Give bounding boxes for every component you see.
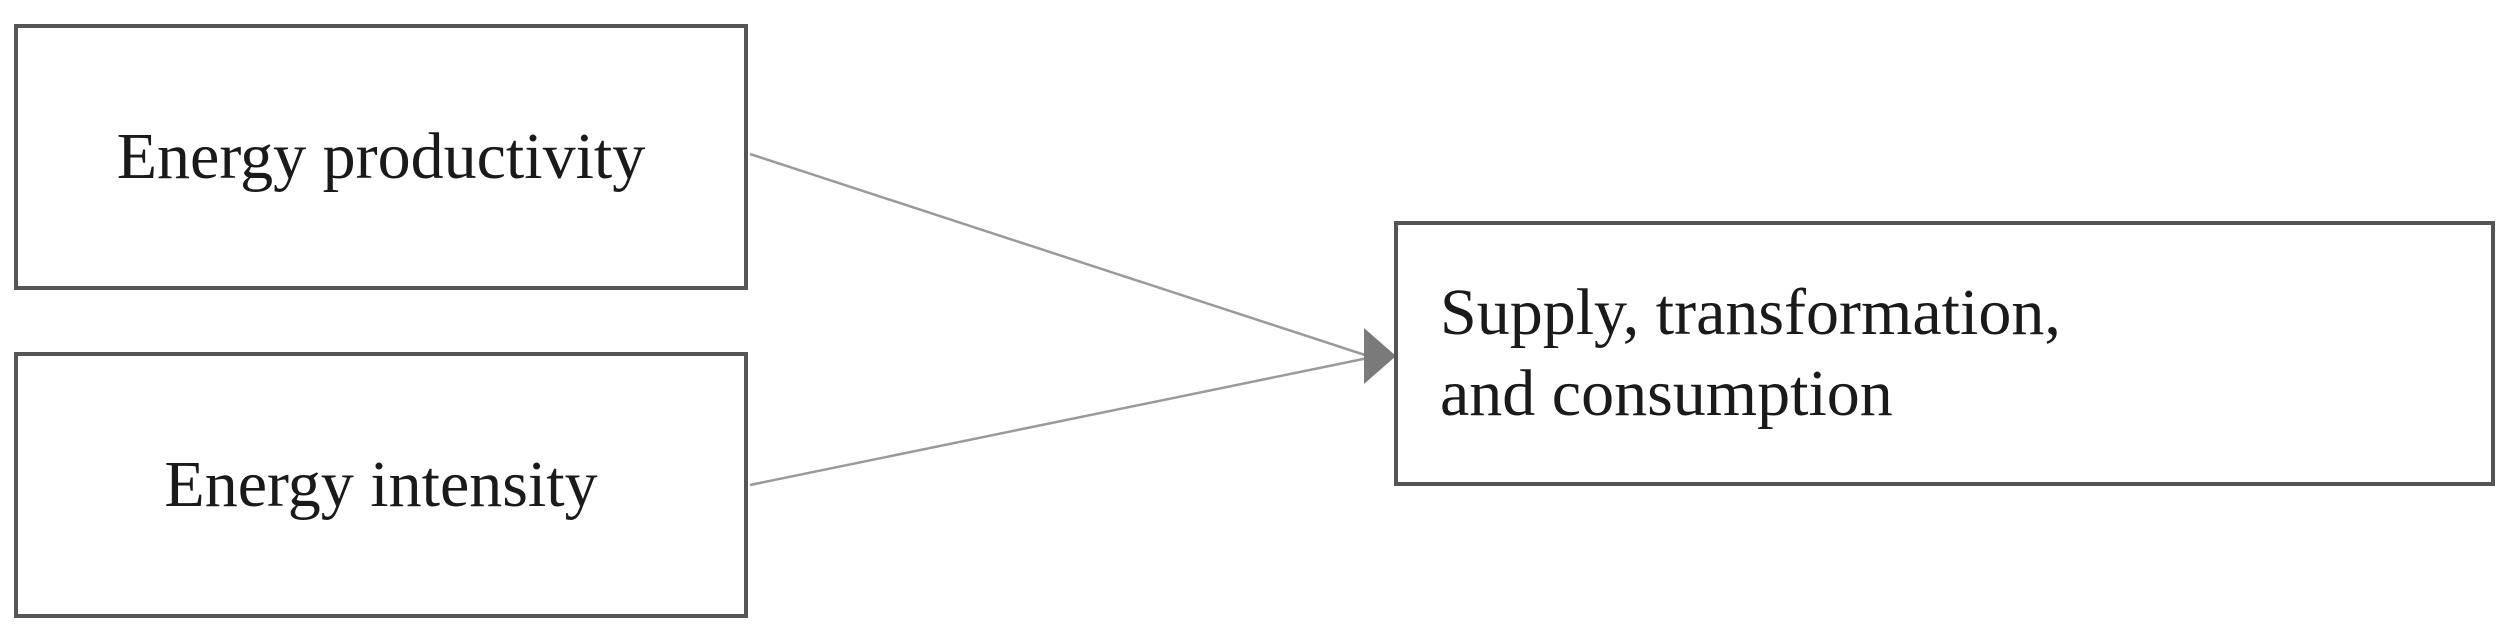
node-energy-intensity: Energy intensity	[14, 352, 748, 618]
arrowhead	[1364, 328, 1396, 384]
connector-productivity-to-supply	[749, 152, 1369, 358]
node-label-line-2: and consumption	[1440, 356, 1893, 430]
node-supply-transformation-consumption: Supply, transformation, and consumption	[1394, 221, 2495, 486]
node-label: Energy productivity	[116, 119, 646, 193]
node-label-line-1: Supply, transformation,	[1440, 275, 2061, 349]
node-energy-productivity: Energy productivity	[14, 24, 748, 290]
node-label: Energy intensity	[164, 447, 598, 521]
node-label-multiline: Supply, transformation, and consumption	[1440, 273, 2061, 434]
connector-intensity-to-supply	[749, 356, 1369, 487]
